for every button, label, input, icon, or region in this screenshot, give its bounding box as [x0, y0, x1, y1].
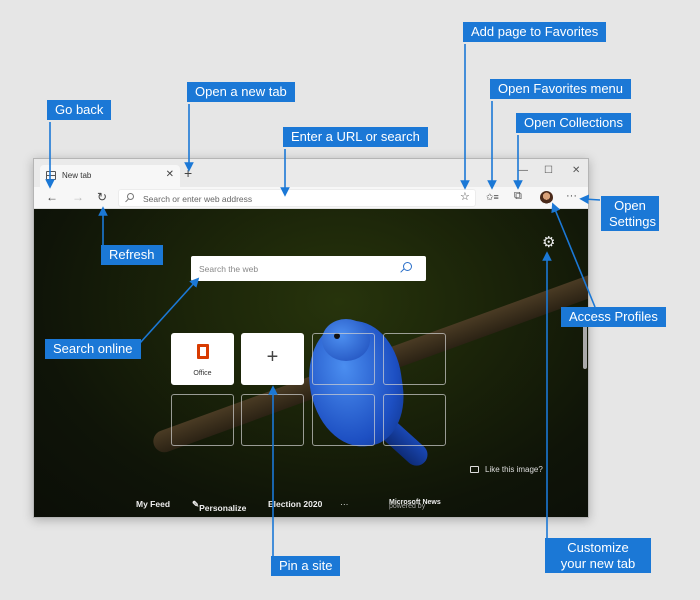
star-icon[interactable]: ☆ — [460, 191, 470, 203]
empty-tile[interactable] — [171, 394, 234, 446]
powered-by-brand: Microsoft News — [389, 499, 441, 506]
callout-open-favorites-menu: Open Favorites menu — [490, 79, 632, 99]
empty-tile[interactable] — [383, 333, 446, 385]
like-image-label: Like this image? — [485, 465, 543, 474]
tab-title: New tab — [62, 171, 92, 180]
empty-tile[interactable] — [383, 394, 446, 446]
address-input[interactable] — [143, 192, 463, 205]
empty-tile[interactable] — [312, 394, 375, 446]
search-icon — [127, 193, 134, 200]
address-bar[interactable] — [118, 189, 476, 207]
callout-add-favorites: Add page to Favorites — [463, 22, 607, 42]
more-feed-icon[interactable]: ··· — [340, 499, 349, 509]
personalize-link[interactable]: ✎ Personalize — [192, 499, 247, 513]
callout-open-new-tab: Open a new tab — [187, 82, 295, 102]
new-tab-page: ⚙ Office + Like this image? — [34, 209, 588, 517]
new-tab-page-icon — [46, 171, 56, 180]
gear-icon[interactable]: ⚙ — [542, 234, 556, 251]
forward-arrow-icon[interactable]: → — [72, 190, 84, 204]
tab-new-tab[interactable]: New tab ✕ — [40, 165, 180, 187]
callout-refresh: Refresh — [101, 245, 163, 265]
callout-open-collections: Open Collections — [516, 113, 631, 133]
news-feed-bar: My Feed ✎ Personalize Election 2020 ··· … — [34, 495, 588, 515]
election-link[interactable]: Election 2020 — [268, 499, 323, 509]
web-search-box[interactable] — [191, 256, 426, 281]
refresh-icon[interactable]: ↻ — [97, 190, 108, 204]
profile-avatar[interactable] — [540, 191, 553, 204]
address-toolbar: ← → ↻ ☆ ✩≡ ⧉ ··· — [34, 187, 588, 209]
favorites-menu-icon[interactable]: ✩≡ — [486, 192, 499, 202]
background-bird-head — [322, 319, 370, 361]
web-search-input[interactable] — [199, 262, 389, 275]
powered-by-label: powered by Microsoft News — [389, 499, 441, 510]
quick-link-tile-office[interactable]: Office — [171, 333, 234, 385]
camera-icon — [470, 466, 479, 473]
window-close-icon[interactable]: ✕ — [572, 165, 581, 176]
browser-window: New tab ✕ + — ☐ ✕ ← → ↻ ☆ ✩≡ ⧉ ··· — [33, 158, 589, 518]
tab-strip: New tab ✕ + — ☐ ✕ — [34, 159, 588, 187]
callout-customize: Customize your new tab — [545, 538, 651, 574]
scrollbar[interactable] — [583, 309, 587, 369]
tile-label: Office — [193, 370, 212, 377]
plus-icon: + — [266, 346, 279, 368]
callout-search-online: Search online — [45, 339, 141, 359]
minimize-icon[interactable]: — — [518, 165, 528, 176]
close-tab-icon[interactable]: ✕ — [165, 169, 174, 180]
personalize-label: Personalize — [199, 503, 247, 513]
office-logo-icon — [197, 344, 209, 359]
maximize-icon[interactable]: ☐ — [544, 165, 553, 176]
back-arrow-icon[interactable]: ← — [46, 190, 58, 204]
callout-access-profiles: Access Profiles — [561, 307, 666, 327]
search-icon[interactable] — [403, 262, 412, 271]
new-tab-button[interactable]: + — [184, 165, 193, 181]
callout-open-settings: Open Settings — [601, 196, 659, 232]
my-feed-link[interactable]: My Feed — [136, 499, 171, 509]
add-site-tile[interactable]: + — [241, 333, 304, 385]
empty-tile[interactable] — [312, 333, 375, 385]
callout-go-back: Go back — [47, 100, 112, 120]
empty-tile[interactable] — [241, 394, 304, 446]
collections-icon[interactable]: ⧉ — [514, 190, 522, 202]
powered-by-prefix: powered by — [389, 503, 426, 510]
callout-enter-url: Enter a URL or search — [283, 127, 428, 147]
callout-pin-site: Pin a site — [271, 556, 341, 576]
more-options-icon[interactable]: ··· — [566, 190, 577, 202]
like-image-link[interactable]: Like this image? — [470, 465, 543, 474]
background-bird-eye — [334, 333, 340, 339]
